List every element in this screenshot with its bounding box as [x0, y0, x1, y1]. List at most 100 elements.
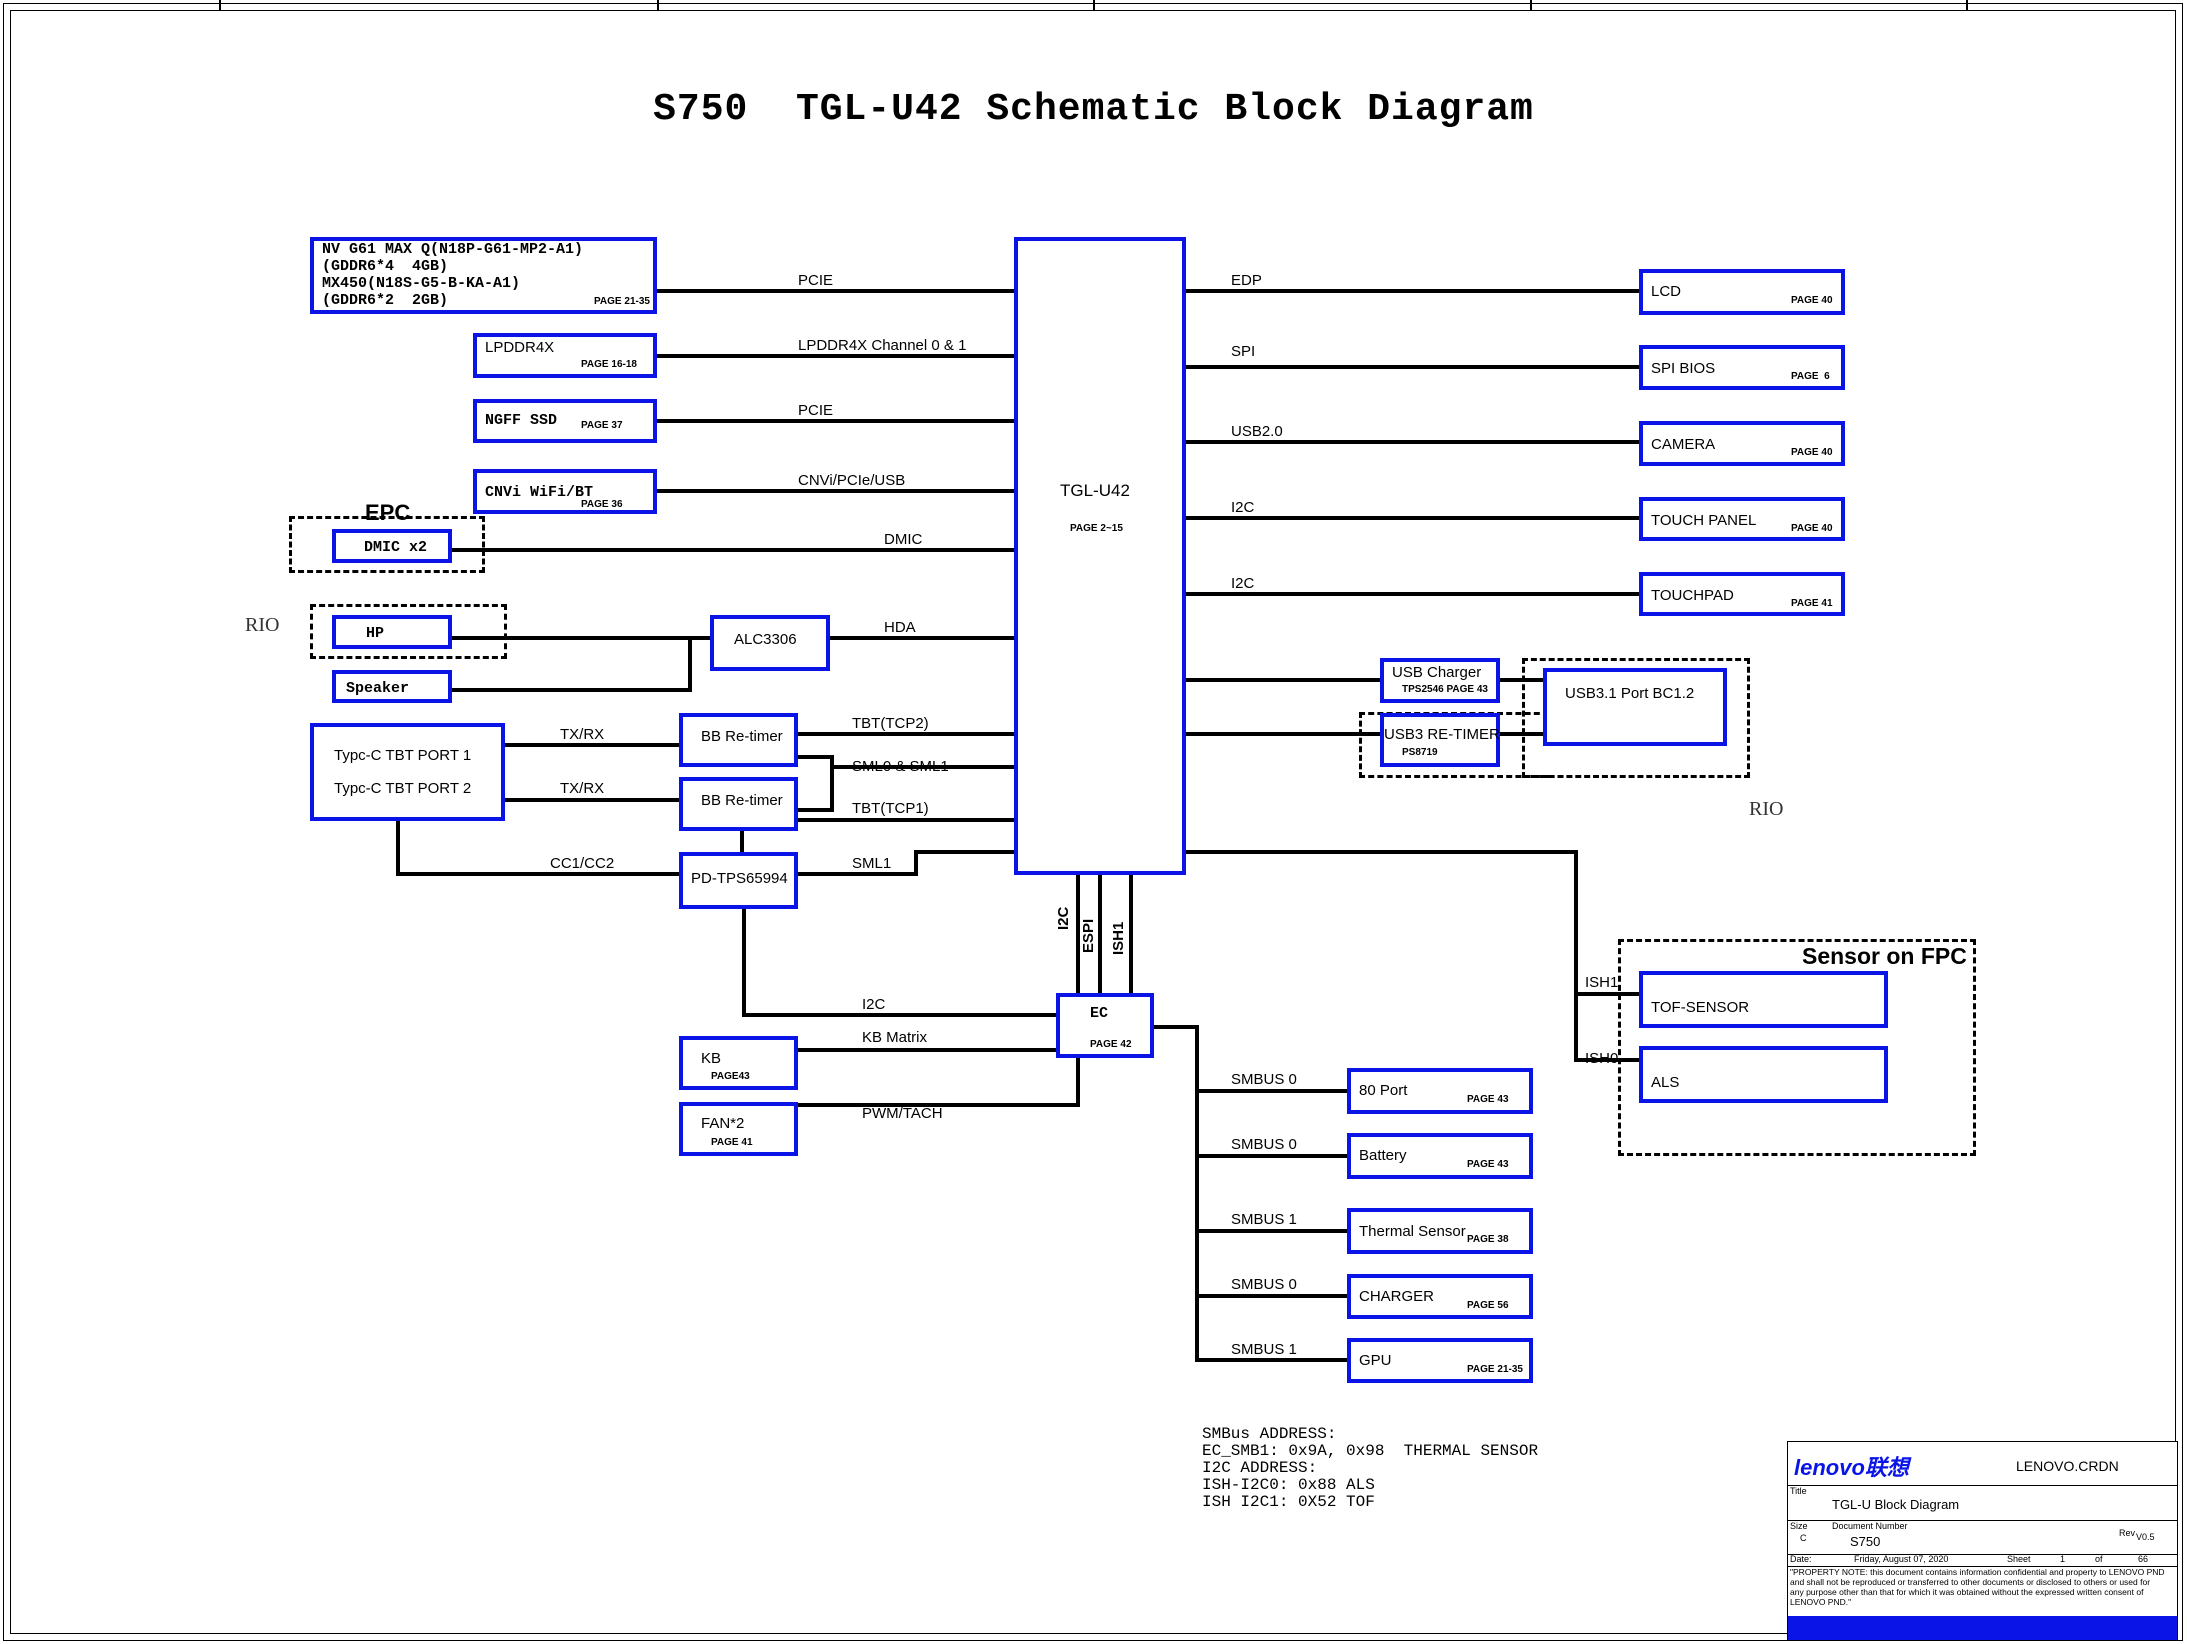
thermal-sensor-block[interactable]: Thermal Sensor PAGE 38 [1347, 1208, 1533, 1254]
usb31-port-block[interactable]: USB3.1 Port BC1.2 [1543, 668, 1727, 746]
lenovo-logo: lenovo联想 [1794, 1455, 1909, 1480]
lcd-block[interactable]: LCD PAGE 40 [1639, 269, 1845, 315]
bus-pwm-tach: PWM/TACH [862, 1105, 943, 1122]
gpu-page: PAGE 21-35 [594, 296, 650, 307]
border-tick [1093, 0, 1095, 10]
bus-pd-ec-i2c: I2C [862, 996, 886, 1013]
smbus-label-charger: SMBUS 0 [1231, 1276, 1297, 1293]
kb-block[interactable]: KB PAGE43 [679, 1036, 798, 1090]
smbus-gpu-block[interactable]: GPU PAGE 21-35 [1347, 1338, 1533, 1383]
bus-lpddr4x: LPDDR4X Channel 0 & 1 [798, 337, 967, 354]
lpddr4x-name: LPDDR4X [485, 339, 555, 356]
spi-bios-block[interactable]: SPI BIOS PAGE 6 [1639, 345, 1845, 390]
usb3-retimer-sub: PS8719 [1402, 747, 1438, 758]
title-label: Title [1790, 1486, 1807, 1496]
wifi-name: CNVi WiFi/BT [485, 484, 594, 501]
epc-group-label: EPC [365, 500, 411, 525]
bb-retimer-1[interactable]: BB Re-timer [679, 713, 798, 767]
hp-block[interactable]: HP [332, 615, 452, 649]
wire-smbus-trunk [1154, 1025, 1199, 1362]
smbus-gpu-page: PAGE 21-35 [1467, 1364, 1523, 1375]
rio-label-right: RIO [1749, 798, 1784, 820]
speaker-block[interactable]: Speaker [332, 670, 452, 703]
bus-sml0-sml1: SML0 & SML1 [852, 758, 949, 775]
border-tick [219, 0, 221, 10]
dmic-block[interactable]: DMIC x2 [332, 529, 452, 563]
wire-sml-join [798, 755, 834, 812]
document-title: TGL-U Block Diagram [1832, 1497, 1960, 1512]
bb-retimer-2[interactable]: BB Re-timer [679, 777, 798, 831]
document-number-label: Document Number [1832, 1521, 1908, 1531]
bus-cnvi: CNVi/PCIe/USB [798, 472, 906, 489]
page-title: S750 TGL-U42 Schematic Block Diagram [653, 88, 1534, 131]
notes-line-5: ISH I2C1: 0X52 TOF [1202, 1493, 1375, 1511]
wifi-block[interactable]: CNVi WiFi/BT PAGE 36 [473, 469, 657, 514]
title-block-doc-row: Size C Document Number S750 Rev V0.5 [1788, 1520, 2177, 1555]
tof-sensor-name: TOF-SENSOR [1651, 999, 1750, 1016]
lcd-name: LCD [1651, 283, 1682, 300]
usb-port-group [1522, 658, 1750, 778]
sensor-fpc-label: Sensor on FPC [1802, 943, 1967, 969]
charger-block[interactable]: CHARGER PAGE 56 [1347, 1274, 1533, 1319]
border-tick [1966, 0, 1968, 10]
touch-panel-page: PAGE 40 [1791, 523, 1833, 534]
document-number: S750 [1850, 1534, 1881, 1549]
als-block[interactable]: ALS [1639, 1046, 1888, 1103]
ec-uplink-ish1: ISH1 [1110, 921, 1127, 955]
ec-block[interactable]: EC PAGE 42 [1056, 993, 1154, 1058]
port80-block[interactable]: 80 Port PAGE 43 [1347, 1068, 1533, 1114]
gpu-line-3: MX450(N18S-G5-B-KA-A1) [322, 275, 521, 292]
lpddr4x-block[interactable]: LPDDR4X PAGE 16-18 [473, 333, 657, 378]
touch-panel-block[interactable]: TOUCH PANEL PAGE 40 [1639, 497, 1845, 541]
sensor-fpc-group [1618, 939, 1976, 1156]
usb3-retimer-block[interactable]: USB3 RE-TIMER PS8719 [1380, 713, 1500, 767]
fan-block[interactable]: FAN*2 PAGE 41 [679, 1102, 798, 1156]
property-note: "PROPERTY NOTE: this document contains i… [1790, 1567, 2165, 1607]
bus-txrx-1: TX/RX [560, 726, 605, 743]
border-tick [1530, 0, 1532, 10]
smbus-label-80port: SMBUS 0 [1231, 1071, 1297, 1088]
title-block-brand-bar [1788, 1616, 2177, 1640]
gpu-block[interactable]: NV G61 MAX Q(N18P-G61-MP2-A1) (GDDR6*4 4… [310, 237, 657, 314]
fan-name: FAN*2 [701, 1115, 745, 1132]
bus-kb-matrix: KB Matrix [862, 1029, 928, 1046]
typec-port-2: Typc-C TBT PORT 2 [334, 780, 472, 797]
battery-name: Battery [1359, 1147, 1407, 1164]
camera-block[interactable]: CAMERA PAGE 40 [1639, 421, 1845, 466]
tof-sensor-block[interactable]: TOF-SENSOR [1639, 971, 1888, 1028]
battery-block[interactable]: Battery PAGE 43 [1347, 1133, 1533, 1179]
usb31-port-name: USB3.1 Port BC1.2 [1565, 685, 1695, 702]
size-label: Size [1790, 1521, 1808, 1531]
border-tick [657, 0, 659, 10]
wire-ish [1186, 850, 1639, 1062]
codec-block[interactable]: ALC3306 [710, 615, 830, 671]
dmic-name: DMIC x2 [364, 539, 428, 556]
wire-sml1 [798, 850, 1014, 876]
rio-hp-group [310, 604, 507, 659]
cpu-page: PAGE 2~15 [1070, 523, 1123, 534]
bus-ish1-tof: ISH1 [1585, 974, 1619, 991]
cpu-block[interactable]: TGL-U42 PAGE 2~15 [1014, 237, 1186, 875]
bus-usb20: USB2.0 [1231, 423, 1283, 440]
pd-controller[interactable]: PD-TPS65994 [679, 852, 798, 909]
title-block: lenovo联想 LENOVO.CRDN Title TGL-U Block D… [1787, 1441, 2178, 1641]
touch-panel-name: TOUCH PANEL [1651, 512, 1757, 529]
usb-charger-block[interactable]: USB Charger TPS2546 PAGE 43 [1380, 658, 1500, 703]
fan-page: PAGE 41 [711, 1137, 753, 1148]
bus-hda: HDA [884, 619, 916, 636]
ec-page: PAGE 42 [1090, 1039, 1132, 1050]
bus-cc: CC1/CC2 [550, 855, 615, 872]
smbus-gpu-name: GPU [1359, 1352, 1392, 1369]
usb3-retimer-name: USB3 RE-TIMER [1384, 726, 1500, 743]
notes-line-1: SMBus ADDRESS: [1202, 1425, 1337, 1443]
typec-block[interactable]: Typc-C TBT PORT 1 Typc-C TBT PORT 2 [310, 723, 505, 821]
bus-edp: EDP [1231, 272, 1262, 289]
cpu-name: TGL-U42 [1060, 481, 1130, 500]
touchpad-name: TOUCHPAD [1651, 587, 1734, 604]
touchpad-block[interactable]: TOUCHPAD PAGE 41 [1639, 572, 1845, 616]
ssd-block[interactable]: NGFF SSD PAGE 37 [473, 399, 657, 443]
title-block-header-row: lenovo联想 LENOVO.CRDN [1788, 1442, 2177, 1486]
typec-port-1: Typc-C TBT PORT 1 [334, 747, 472, 764]
wire-pwm-tach [798, 1057, 1080, 1107]
